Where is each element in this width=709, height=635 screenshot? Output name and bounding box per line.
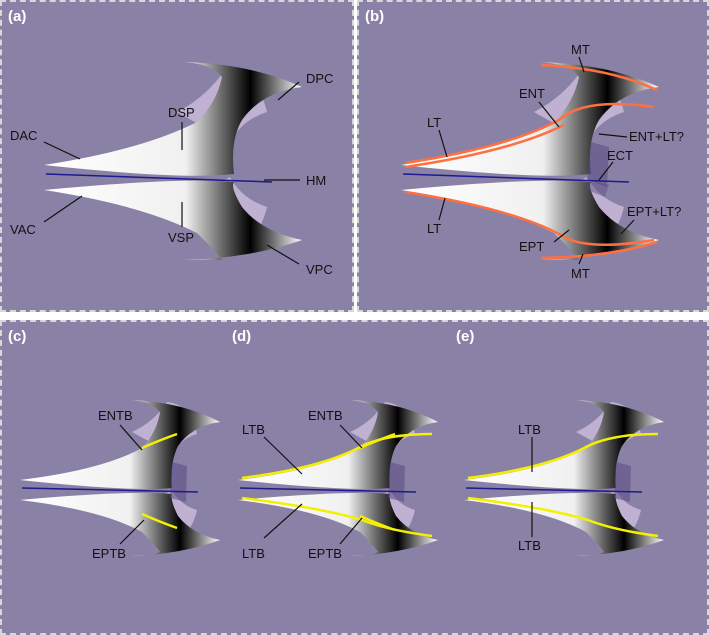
- dorsal-lobe: [44, 62, 302, 176]
- label-ent-lt: ENT+LT?: [629, 129, 684, 144]
- label-d-ltb-top: LTB: [242, 422, 265, 437]
- label-ept-lt: EPT+LT?: [627, 204, 681, 219]
- ventral-lobe: [44, 180, 302, 260]
- label-vsp: VSP: [168, 230, 194, 245]
- label-d-entb: ENTB: [308, 408, 343, 423]
- label-c-entb: ENTB: [98, 408, 133, 423]
- label-dsp: DSP: [168, 105, 195, 120]
- label-c-eptb: EPTB: [92, 546, 126, 561]
- label-ept: EPT: [519, 239, 544, 254]
- label-lt-bottom: LT: [427, 221, 441, 236]
- label-mt-top: MT: [571, 42, 590, 57]
- model-e: LTB LTB: [463, 399, 665, 557]
- model-d: LTB ENTB LTB EPTB: [237, 399, 439, 561]
- label-e-ltb-bottom: LTB: [518, 538, 541, 553]
- panel-a: (a): [0, 0, 354, 312]
- label-vac: VAC: [10, 222, 36, 237]
- label-dac: DAC: [10, 128, 37, 143]
- fish-tail-model-a: DPC DSP DAC HM VAC VSP VPC: [10, 62, 333, 277]
- panel-cde: (c) (d) (e): [0, 320, 709, 635]
- fish-tail-models-cde: ENTB EPTB LTB ENTB LTB EPTB: [19, 399, 665, 561]
- panel-label-d: (d): [232, 328, 252, 345]
- fish-tail-model-b: MT ENT LT ENT+LT? ECT LT EPT+LT? EPT MT: [401, 42, 684, 281]
- label-ect: ECT: [607, 148, 633, 163]
- label-d-eptb: EPTB: [308, 546, 342, 561]
- label-vpc: VPC: [306, 262, 333, 277]
- label-hm: HM: [306, 173, 326, 188]
- panel-label-c: (c): [8, 328, 27, 345]
- septum-dorsal: [587, 142, 609, 187]
- label-ent: ENT: [519, 86, 545, 101]
- septum-ventral: [587, 182, 609, 197]
- panel-label-b: (b): [365, 8, 385, 25]
- label-mt-bottom: MT: [571, 266, 590, 281]
- panel-b: (b): [357, 0, 709, 312]
- model-c: ENTB EPTB: [19, 399, 221, 561]
- panel-label-e: (e): [456, 328, 475, 345]
- label-e-ltb-top: LTB: [518, 422, 541, 437]
- label-lt-top: LT: [427, 115, 441, 130]
- label-d-ltb-bottom: LTB: [242, 546, 265, 561]
- label-dpc: DPC: [306, 71, 333, 86]
- horizontal-myoseptum-line: [45, 173, 273, 183]
- panel-label-a: (a): [8, 8, 27, 25]
